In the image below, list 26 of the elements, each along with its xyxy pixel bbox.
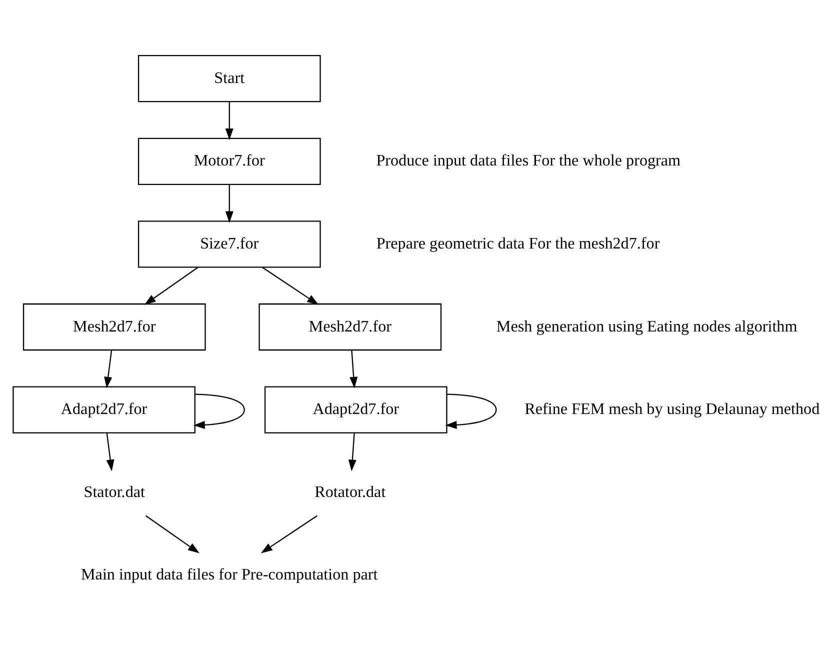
- node-box: Size7.for: [138, 220, 321, 268]
- arrow: [348, 432, 356, 471]
- arrow: [350, 350, 358, 388]
- label: Prepare geometric data For the mesh2d7.for: [376, 234, 660, 252]
- arrow: [260, 514, 318, 553]
- node-text: Stator.dat: [84, 483, 146, 500]
- label: Produce input data files For the whole program: [376, 152, 681, 170]
- node-text: Rotator.dat: [314, 483, 386, 500]
- node-text: Main input data files for Pre-computation part: [81, 566, 378, 584]
- node-box: Mesh2d7.for: [258, 302, 442, 350]
- arrow: [104, 350, 112, 388]
- node-box: Motor7.for: [138, 137, 321, 184]
- arrow: [225, 184, 234, 222]
- label: Mesh generation using Eating nodes algorithm: [496, 318, 798, 335]
- arrow: [262, 266, 319, 304]
- arrow: [106, 432, 114, 471]
- node-box: Adapt2d7.for: [12, 386, 196, 433]
- node-box: Adapt2d7.for: [264, 386, 448, 433]
- arrow: [225, 101, 234, 140]
- arrow: [193, 393, 245, 428]
- node-box: Mesh2d7.for: [22, 302, 206, 350]
- arrow: [144, 266, 198, 304]
- arrow: [445, 393, 497, 428]
- node-box: Start: [138, 54, 321, 102]
- label: Refine FEM mesh by using Delaunay method: [524, 400, 820, 418]
- arrow: [145, 514, 200, 553]
